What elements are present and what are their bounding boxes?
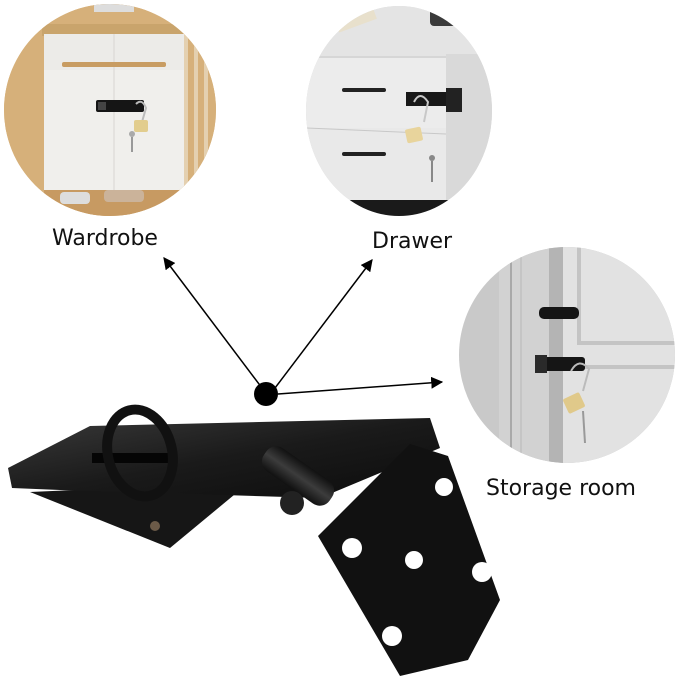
hinge-barrel [261, 446, 335, 506]
hinge-leaf [318, 444, 500, 676]
drawer-label: Drawer [372, 229, 453, 254]
screw-hole [342, 538, 362, 558]
screw-hole [435, 478, 453, 496]
wardrobe-label: Wardrobe [52, 226, 158, 251]
drawer-scene-image [306, 6, 492, 216]
wardrobe-scene-image [4, 4, 216, 216]
screw-hole [405, 551, 423, 569]
arrow-to-drawer [274, 259, 373, 389]
arrow-to-storage-room [277, 376, 444, 395]
hasp-plate [8, 418, 440, 498]
storage-room-label: Storage room [486, 476, 636, 501]
staple-ring [102, 404, 178, 502]
screw-hole [472, 562, 492, 582]
staple-bracket [30, 488, 240, 548]
storage-room-scene-image [459, 247, 675, 463]
storage-room-illustration [459, 247, 675, 463]
wardrobe-illustration [4, 4, 216, 216]
center-dot-icon [254, 382, 278, 406]
screw-hole [382, 626, 402, 646]
arrow-to-wardrobe [163, 257, 263, 389]
drawer-illustration [306, 6, 492, 216]
